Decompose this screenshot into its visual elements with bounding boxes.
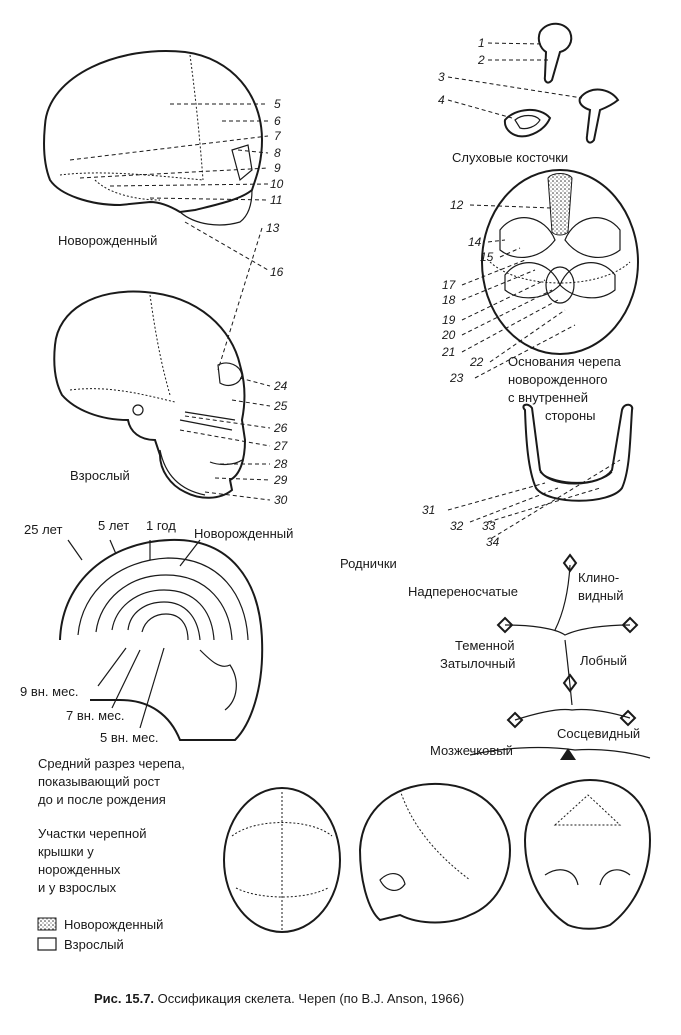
- label-vault-1: Участки черепной: [38, 826, 146, 841]
- callout-number: 22: [469, 355, 484, 369]
- label-ossicles: Слуховые косточки: [452, 150, 568, 165]
- label-growth-25-years: 25 лет: [24, 522, 62, 537]
- fontanelles-drawing: [469, 553, 651, 760]
- label-skull-base-4: стороны: [545, 408, 596, 423]
- label-growth-5-months: 5 вн. мес.: [100, 730, 158, 745]
- callout-number: 29: [273, 473, 288, 487]
- label-fontanelle-cerebellar: Мозжечковый: [430, 743, 513, 758]
- callout-number: 33: [482, 519, 496, 533]
- mandible-leaders: [447, 459, 621, 539]
- midsagittal-section-drawing: [59, 538, 264, 741]
- newborn-skull-drawing: [43, 50, 264, 226]
- vault-top-view: [223, 787, 341, 933]
- label-fontanelle-sphen-1: Клино-: [578, 570, 619, 585]
- label-vault-2: крышки у: [38, 844, 94, 859]
- callout-number: 9: [274, 161, 281, 175]
- callout-number: 2: [477, 53, 485, 67]
- callout-number: 30: [274, 493, 288, 507]
- midsagittal-leaders: [67, 539, 201, 729]
- callout-number: 26: [273, 421, 288, 435]
- label-fontanelle-parietal: Теменной: [455, 638, 514, 653]
- callout-number: 14: [468, 235, 482, 249]
- ossicles-leaders: [447, 42, 583, 119]
- label-fontanelle-supra: Надпереносчатые: [408, 584, 518, 599]
- label-fontanelle-mastoid: Сосцевидный: [557, 726, 640, 741]
- label-growth-newborn: Новорожденный: [194, 526, 293, 541]
- caption-figure-number: Рис. 15.7.: [94, 991, 154, 1006]
- callout-number: 13: [266, 221, 280, 235]
- callout-number: 25: [273, 399, 288, 413]
- legend-swatch-newborn: [37, 917, 57, 931]
- label-fontanelle-sphen-2: видный: [578, 588, 624, 603]
- legend-newborn-label: Новорожденный: [64, 917, 163, 932]
- skull-base-leaders: [461, 204, 576, 379]
- vault-posterior-view: [523, 778, 652, 930]
- label-adult-skull: Взрослый: [70, 468, 130, 483]
- label-newborn-skull: Новорожденный: [58, 233, 157, 248]
- callout-number: 1: [478, 36, 485, 50]
- callout-number: 18: [442, 293, 456, 307]
- label-midsection-2: показывающий рост: [38, 774, 160, 789]
- vault-lateral-view: [358, 782, 512, 924]
- callout-number: 19: [442, 313, 456, 327]
- adult-skull-drawing: [53, 290, 247, 499]
- label-growth-5-years: 5 лет: [98, 518, 129, 533]
- callout-number: 4: [438, 93, 445, 107]
- callout-number: 34: [486, 535, 500, 549]
- adult-skull-leaders: [179, 377, 271, 501]
- legend-swatch-adult: [37, 937, 57, 951]
- callout-number: 5: [274, 97, 281, 111]
- label-growth-9-months: 9 вн. мес.: [20, 684, 78, 699]
- label-growth-7-months: 7 вн. мес.: [66, 708, 124, 723]
- mandible-drawing: [522, 403, 634, 502]
- label-fontanelle-frontal: Лобный: [580, 653, 627, 668]
- callout-number: 12: [450, 198, 464, 212]
- callout-number: 17: [442, 278, 457, 292]
- caption-text: Оссификация скелета. Череп (по B.J. Anso…: [154, 991, 464, 1006]
- callout-number: 23: [449, 371, 464, 385]
- callout-number: 8: [274, 146, 281, 160]
- label-vault-3: норожденных: [38, 862, 121, 877]
- label-fontanelles: Роднички: [340, 556, 397, 571]
- callout-number: 24: [273, 379, 288, 393]
- callout-number: 3: [438, 70, 445, 84]
- callout-number: 10: [270, 177, 284, 191]
- callout-number: 20: [441, 328, 456, 342]
- callout-number: 11: [270, 193, 282, 207]
- label-midsection-3: до и после рождения: [38, 792, 166, 807]
- callout-number: 7: [274, 129, 282, 143]
- callout-number: 27: [273, 439, 289, 453]
- callout-number: 6: [274, 114, 281, 128]
- label-skull-base-2: новорожденного: [508, 372, 608, 387]
- newborn-skull-leaders: [69, 103, 269, 371]
- legend-adult-label: Взрослый: [64, 937, 124, 952]
- callout-number: 28: [273, 457, 288, 471]
- ossicles-drawing: [503, 22, 620, 144]
- callout-number: 21: [441, 345, 455, 359]
- callout-number: 15: [480, 250, 494, 264]
- callout-number: 31: [422, 503, 435, 517]
- callout-number: 16: [270, 265, 284, 279]
- label-skull-base-1: Основания черепа: [508, 354, 622, 369]
- label-midsection-1: Средний разрез черепа,: [38, 756, 185, 771]
- figure-caption: Рис. 15.7. Оссификация скелета. Череп (п…: [94, 991, 464, 1006]
- skull-base-drawing: [481, 169, 639, 355]
- callout-number: 32: [450, 519, 464, 533]
- label-fontanelle-occipital: Затылочный: [440, 656, 515, 671]
- label-skull-base-3: с внутренней: [508, 390, 588, 405]
- label-vault-4: и у взрослых: [38, 880, 117, 895]
- label-growth-1-year: 1 год: [146, 518, 176, 533]
